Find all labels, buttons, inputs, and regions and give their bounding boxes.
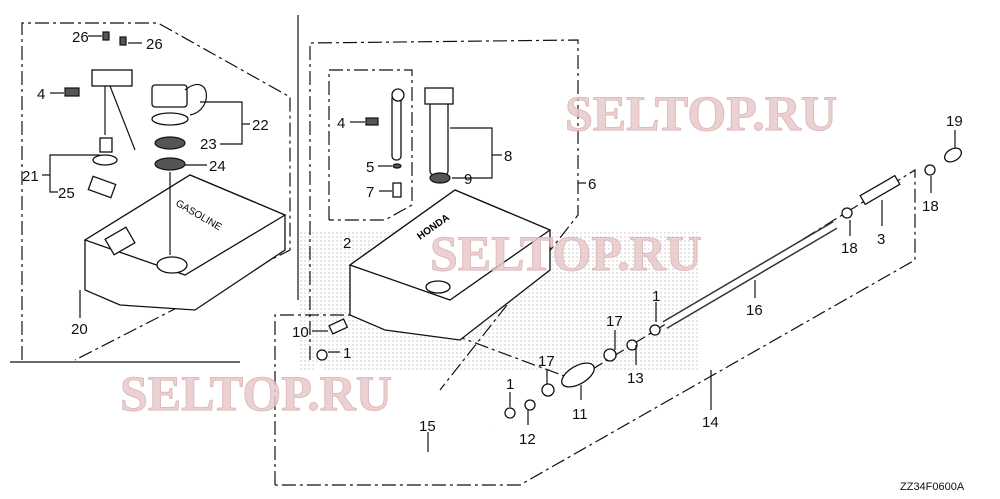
callout-3: 3 bbox=[877, 231, 885, 248]
callout-23: 23 bbox=[200, 136, 217, 153]
callout-25: 25 bbox=[58, 185, 75, 202]
callout-16: 16 bbox=[746, 302, 763, 319]
callout-18: 18 bbox=[922, 198, 939, 215]
drawing-code: ZZ34F0600A bbox=[900, 481, 965, 493]
callout-14: 14 bbox=[702, 414, 719, 431]
pickup-tube-assembly bbox=[365, 88, 405, 198]
callout-4: 4 bbox=[337, 115, 345, 132]
callout-18: 18 bbox=[841, 240, 858, 257]
callout-13: 13 bbox=[627, 370, 644, 387]
callout-1: 1 bbox=[343, 345, 351, 362]
callout-17: 17 bbox=[606, 313, 623, 330]
callout-19: 19 bbox=[946, 113, 963, 130]
group-box-left-tank bbox=[21, 22, 291, 361]
callout-12: 12 bbox=[519, 431, 536, 448]
callout-9: 9 bbox=[464, 171, 472, 188]
fuel-cap-assembly bbox=[151, 83, 207, 255]
callout-8: 8 bbox=[504, 148, 512, 165]
callout-5: 5 bbox=[366, 159, 374, 176]
callout-11: 11 bbox=[572, 406, 588, 423]
callout-26: 26 bbox=[72, 29, 89, 46]
callout-6: 6 bbox=[588, 176, 596, 193]
watermark: SELTOP.RU bbox=[565, 85, 837, 141]
callout-20: 20 bbox=[71, 321, 88, 338]
group-box-pickup bbox=[328, 69, 413, 221]
callout-21: 21 bbox=[22, 168, 39, 185]
callout-labels: 26 26 4 22 23 24 21 25 20 2 4 5 7 8 9 6 … bbox=[22, 29, 963, 448]
watermark: SELTOP.RU bbox=[430, 225, 702, 281]
fuel-gauge-assembly bbox=[64, 31, 136, 199]
callout-1: 1 bbox=[652, 288, 660, 305]
left-fuel-tank: GASOLINE bbox=[83, 174, 287, 311]
callout-1: 1 bbox=[506, 376, 514, 393]
callout-17: 17 bbox=[538, 353, 555, 370]
callout-15: 15 bbox=[419, 418, 436, 435]
watermark: SELTOP.RU bbox=[120, 365, 392, 421]
callout-10: 10 bbox=[292, 324, 309, 341]
primer-bulb bbox=[561, 362, 595, 388]
callout-22: 22 bbox=[252, 117, 269, 134]
connector bbox=[859, 174, 901, 206]
callout-2: 2 bbox=[343, 235, 351, 252]
callout-4: 4 bbox=[37, 86, 45, 103]
leader-lines bbox=[42, 35, 956, 452]
fuel-hose-assembly bbox=[303, 147, 963, 467]
fuel-strainer bbox=[424, 87, 454, 184]
callout-26: 26 bbox=[146, 36, 163, 53]
callout-24: 24 bbox=[209, 158, 226, 175]
callout-7: 7 bbox=[366, 184, 374, 201]
right-fuel-tank: HONDA bbox=[348, 189, 552, 341]
